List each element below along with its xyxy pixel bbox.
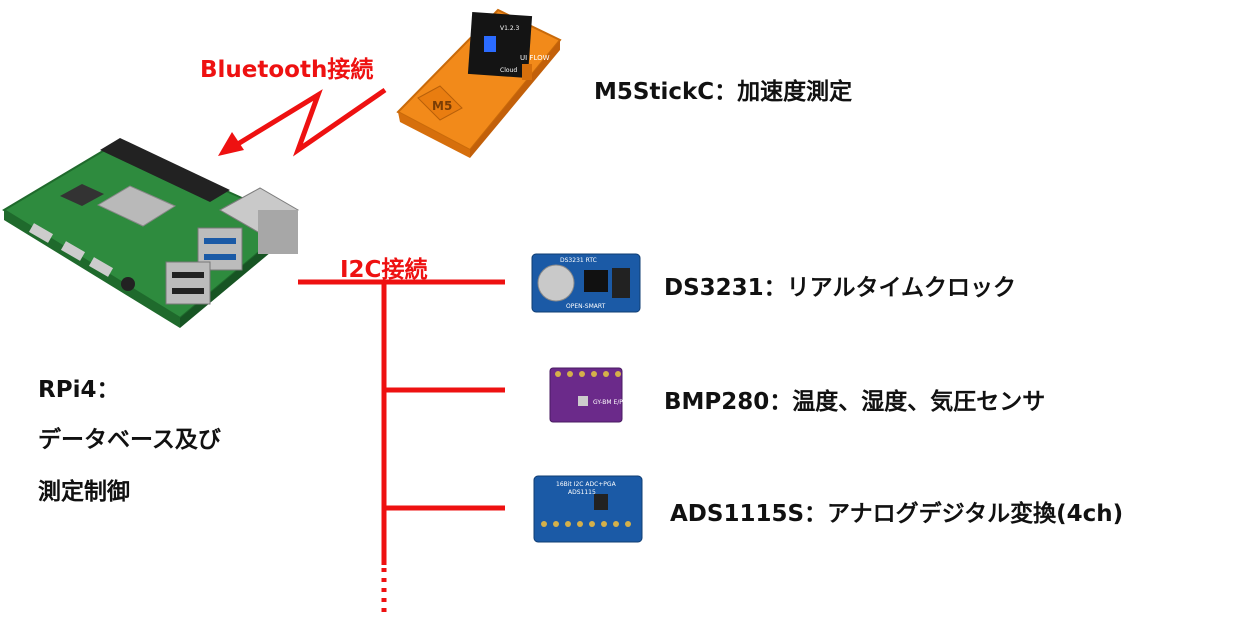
- bmp280-board-text: GY-BM E/P 280: [593, 399, 636, 406]
- ds3231-board-text: DS3231 RTC: [560, 257, 597, 264]
- ds3231-label: DS3231：リアルタイムクロック: [664, 275, 1016, 301]
- m5-screen-text: UI FLOW: [520, 54, 550, 62]
- bmp280-board: GY-BM E/P 280: [549, 367, 636, 423]
- ads1115-board-sub: ADS1115: [568, 489, 596, 496]
- m5stickc-label: M5StickC：加速度測定: [594, 79, 853, 105]
- rpi-label-line1: RPi4：: [38, 377, 120, 403]
- ds3231-board: DS3231 RTC OPEN-SMART: [531, 253, 641, 313]
- m5stickc-device: UI FLOW V1.2.3 Cloud M5: [396, 8, 562, 158]
- i2c-bus: [298, 279, 505, 612]
- bluetooth-arrow: [218, 87, 387, 157]
- bluetooth-label: Bluetooth接続: [200, 57, 374, 83]
- raspberry-pi-board: [2, 138, 300, 328]
- ads1115-label: ADS1115S：アナログデジタル変換(4ch): [670, 501, 1124, 527]
- m5-logo: M5: [432, 99, 452, 113]
- m5-cloud: Cloud: [500, 67, 517, 74]
- rpi-label-line3: 測定制御: [38, 479, 130, 505]
- i2c-label: I2C接続: [340, 257, 428, 283]
- m5-version: V1.2.3: [500, 25, 520, 32]
- ads1115-board: 16Bit I2C ADC+PGA ADS1115: [533, 475, 643, 543]
- ads1115-board-text: 16Bit I2C ADC+PGA: [556, 481, 617, 488]
- rpi-label-line2: データベース及び: [38, 427, 221, 453]
- ds3231-board-sub: OPEN-SMART: [566, 303, 606, 310]
- bmp280-label: BMP280：温度、湿度、気圧センサ: [664, 389, 1046, 415]
